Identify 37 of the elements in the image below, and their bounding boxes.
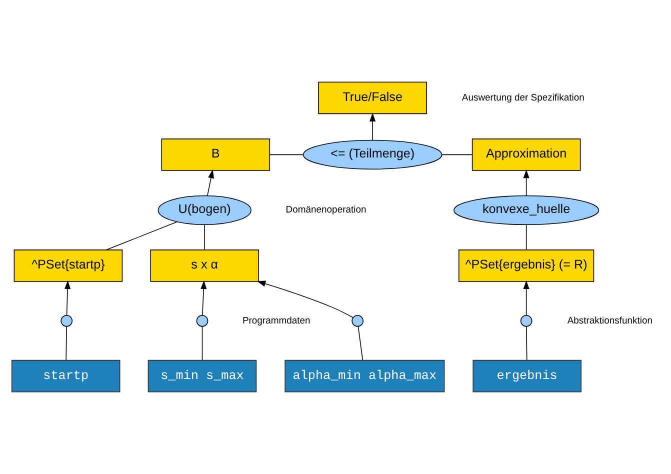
arrow xyxy=(523,169,530,196)
connector xyxy=(106,222,178,250)
arrow xyxy=(370,112,376,140)
node-circle xyxy=(196,314,208,327)
node-ellipse: konvexe_huelle xyxy=(454,195,600,225)
node-box: startp xyxy=(11,360,120,392)
node-circle xyxy=(352,314,364,327)
arrow xyxy=(64,280,71,316)
arrow xyxy=(523,280,530,316)
node-box: True/False xyxy=(318,82,427,114)
node-circle xyxy=(520,314,532,327)
node-ellipse: <= (Teilmenge) xyxy=(302,140,442,170)
label: Abstraktionsfunktion xyxy=(567,315,652,326)
connector xyxy=(204,224,205,250)
node-box: B xyxy=(161,138,270,171)
connector xyxy=(270,154,304,156)
arrow xyxy=(200,280,207,316)
node-circle xyxy=(60,314,73,327)
node-label: Auswertung der Spezifikation xyxy=(462,92,584,104)
node-box: Approximation xyxy=(472,138,581,171)
connector xyxy=(526,326,528,360)
connector xyxy=(526,224,527,250)
node-box: s_min s_max xyxy=(148,360,257,392)
arrow xyxy=(207,169,214,196)
arrow xyxy=(256,280,354,318)
node-box: ^PSet{ergebnis} (= R) xyxy=(458,250,594,282)
connector xyxy=(358,326,364,360)
node-box: alpha_min alpha_max xyxy=(284,360,445,392)
node-box: s x α xyxy=(150,250,260,282)
connector xyxy=(202,326,203,360)
label: Programmdaten xyxy=(242,315,310,326)
node-box: ergebnis xyxy=(472,360,582,392)
node-ellipse: U(bogen) xyxy=(158,195,252,225)
node-label: Domänenoperation xyxy=(286,204,366,216)
node-box: ^PSet{startp} xyxy=(14,250,123,282)
connector xyxy=(66,326,67,360)
connector xyxy=(442,154,473,156)
